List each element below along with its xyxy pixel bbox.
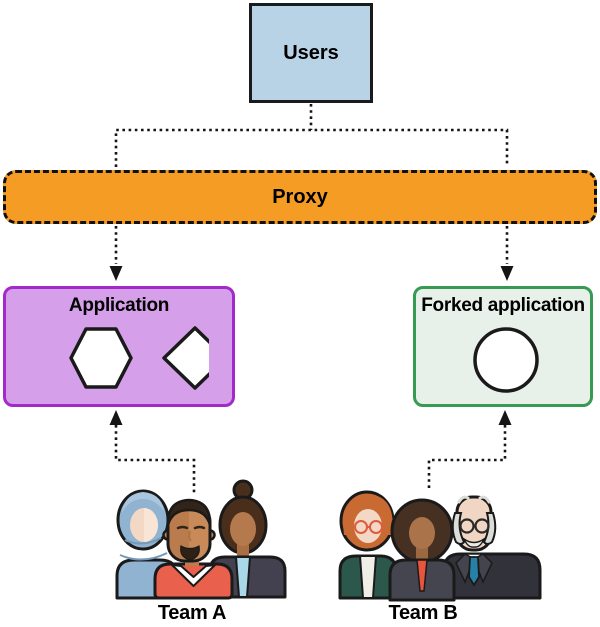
man-face-shade bbox=[170, 507, 189, 559]
hijab-face-highlight bbox=[144, 508, 158, 542]
circle-icon bbox=[473, 326, 539, 393]
redhair-shirt bbox=[358, 555, 378, 599]
arrow-down-application bbox=[109, 266, 123, 281]
man-goatee bbox=[180, 545, 200, 561]
curly-collar-stripe bbox=[416, 559, 428, 592]
diamond-icon bbox=[162, 325, 209, 390]
team-a-illustration bbox=[115, 479, 287, 600]
arrow-up-application bbox=[109, 410, 123, 425]
bun-shirt bbox=[234, 556, 252, 598]
forked-application-shapes-svg bbox=[473, 326, 539, 393]
person-woman-redhair-glasses bbox=[338, 490, 398, 600]
curly-face bbox=[409, 517, 435, 549]
team-b-label: Team B bbox=[388, 602, 458, 624]
elder-tie bbox=[468, 556, 480, 587]
team-a-label: Team A bbox=[157, 602, 227, 624]
bun-face bbox=[230, 512, 256, 546]
man-nose bbox=[188, 530, 192, 542]
forked-application-shapes bbox=[416, 317, 590, 404]
man-collar bbox=[171, 564, 216, 587]
redhair-glasses-icon bbox=[354, 520, 383, 534]
team-b-illustration bbox=[338, 490, 542, 602]
bun-neck bbox=[237, 543, 249, 559]
forked-application-box: Forked application bbox=[413, 286, 593, 407]
hijab-folds bbox=[119, 537, 168, 561]
elder-mustache bbox=[462, 536, 486, 548]
man-brows bbox=[176, 525, 206, 530]
application-label: Application bbox=[68, 295, 170, 316]
elder-hair-top bbox=[457, 495, 491, 504]
application-shapes-svg bbox=[69, 325, 209, 390]
proxy-split-connector bbox=[114, 128, 509, 167]
arrow-up-forked bbox=[498, 410, 512, 425]
person-man-goatee bbox=[153, 498, 234, 600]
forked-application-label: Forked application bbox=[421, 295, 585, 316]
users-label: Users bbox=[283, 41, 339, 64]
man-hair bbox=[166, 498, 212, 527]
hijab-highlight bbox=[122, 492, 164, 513]
application-box: Application bbox=[3, 286, 235, 407]
person-elderly-man bbox=[442, 495, 542, 600]
person-woman-curly bbox=[388, 498, 456, 602]
proxy-label: Proxy bbox=[272, 185, 328, 208]
users-box: Users bbox=[249, 3, 373, 103]
arrow-down-forked bbox=[500, 266, 514, 281]
bun-hair-front bbox=[222, 503, 264, 525]
proxy-bar: Proxy bbox=[3, 170, 597, 224]
application-shapes bbox=[6, 317, 232, 404]
curly-hair-front bbox=[400, 503, 444, 531]
elder-glasses-icon bbox=[459, 518, 490, 534]
redhair-bob bbox=[343, 494, 393, 535]
hexagon-icon bbox=[69, 326, 133, 389]
